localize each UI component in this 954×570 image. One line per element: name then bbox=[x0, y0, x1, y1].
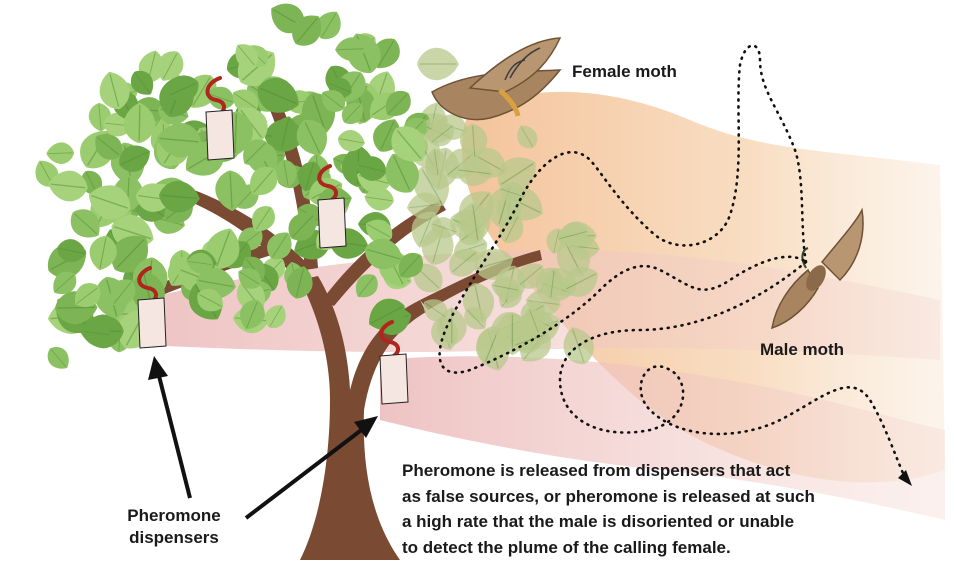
dispenser-card-4 bbox=[380, 354, 408, 404]
leaf bbox=[43, 342, 75, 375]
caption-line-3: a high rate that the male is disoriented… bbox=[402, 509, 932, 535]
dispensers-label-line-1: Pheromone bbox=[104, 505, 244, 527]
arrow-head-left bbox=[148, 356, 168, 380]
leaf bbox=[417, 48, 459, 80]
arrow-to-dispenser-left bbox=[158, 372, 190, 498]
dispensers-label: Pheromone dispensers bbox=[104, 505, 244, 549]
dispenser-card-3 bbox=[138, 298, 166, 348]
caption-line-4: to detect the plume of the calling femal… bbox=[402, 535, 932, 561]
dispenser-card-1 bbox=[206, 110, 234, 160]
dispensers-label-line-2: dispensers bbox=[104, 527, 244, 549]
dispenser-card-2 bbox=[318, 198, 346, 248]
caption-line-2: as false sources, or pheromone is releas… bbox=[402, 484, 932, 510]
male-moth-label: Male moth bbox=[760, 340, 844, 360]
caption: Pheromone is released from dispensers th… bbox=[402, 458, 932, 560]
female-moth-label: Female moth bbox=[572, 62, 677, 82]
caption-line-1: Pheromone is released from dispensers th… bbox=[402, 458, 932, 484]
leaf bbox=[46, 142, 75, 165]
